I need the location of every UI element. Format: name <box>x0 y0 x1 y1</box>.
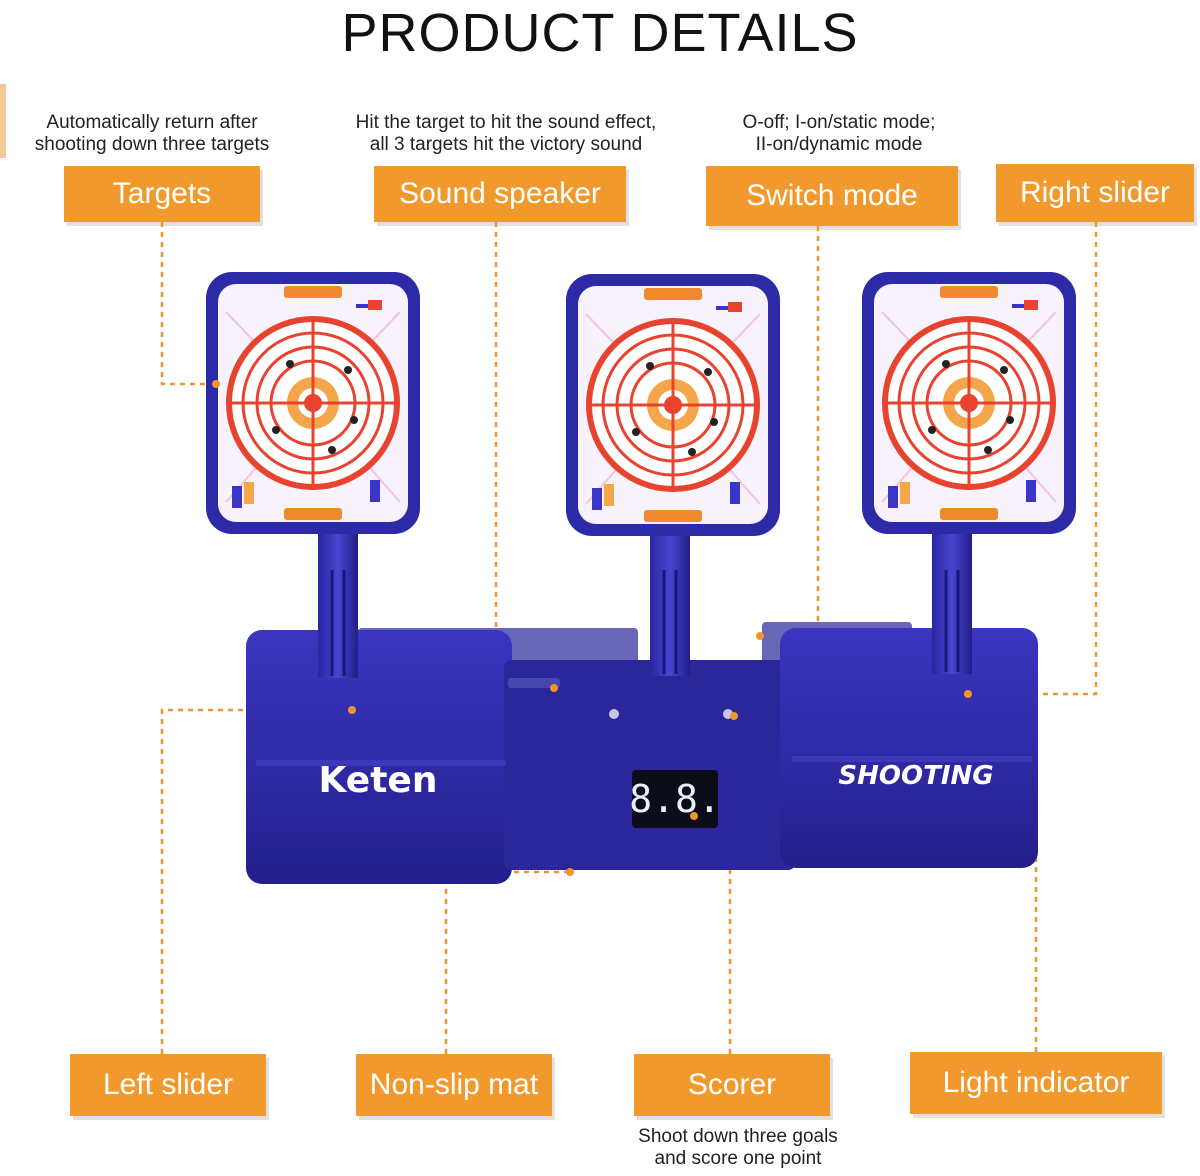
left-slider-label: Left slider <box>70 1054 266 1116</box>
targets-description-line-1: Automatically return after <box>46 112 258 133</box>
score-display: 8.8. <box>629 777 721 821</box>
sound-speaker-label: Sound speaker <box>374 166 626 222</box>
left-target <box>206 272 420 534</box>
page-title: PRODUCT DETAILS <box>341 3 859 63</box>
switch-description-line-1: O-off; I-on/static mode; <box>742 112 936 133</box>
targets-description: Automatically return after shooting down… <box>2 112 302 156</box>
targets-label: Targets <box>64 166 260 222</box>
right-slider-label: Right slider <box>996 164 1194 222</box>
middle-target <box>566 274 780 536</box>
sound-description-line-1: Hit the target to hit the sound effect, <box>355 112 657 133</box>
switch-mode-label: Switch mode <box>706 166 958 226</box>
scorer-description: Shoot down three goals and score one poi… <box>590 1126 886 1170</box>
switch-description-line-2: II-on/dynamic mode <box>755 134 923 155</box>
brand-logo: Keten <box>319 760 438 801</box>
scorer-description-line-1: Shoot down three goals <box>638 1126 838 1147</box>
non-slip-mat-label: Non-slip mat <box>356 1054 552 1116</box>
target-posts <box>318 526 972 678</box>
edge-accent <box>0 84 6 158</box>
scorer-label: Scorer <box>634 1054 830 1116</box>
target-base <box>246 622 1038 884</box>
leader-dots <box>212 380 972 876</box>
sound-description-line-2: all 3 targets hit the victory sound <box>369 134 643 155</box>
targets-description-line-2: shooting down three targets <box>34 134 270 155</box>
product-wordmark: SHOOTING <box>838 761 993 791</box>
switch-description: O-off; I-on/static mode; II-on/dynamic m… <box>710 112 968 156</box>
light-indicator-label: Light indicator <box>910 1052 1162 1114</box>
right-target <box>862 272 1076 534</box>
sound-description: Hit the target to hit the sound effect, … <box>308 112 704 156</box>
scorer-description-line-2: and score one point <box>654 1148 822 1169</box>
